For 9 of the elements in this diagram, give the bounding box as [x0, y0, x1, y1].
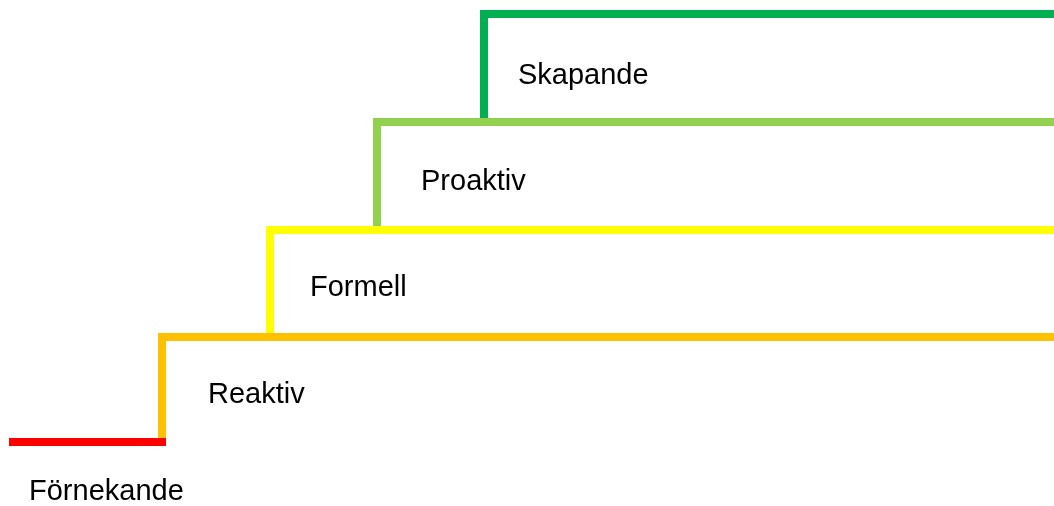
stair-step — [480, 10, 1054, 118]
stair-step — [158, 333, 1054, 441]
level-label: Formell — [310, 270, 407, 303]
level-label: Förnekande — [29, 474, 184, 506]
level-label: Skapande — [518, 58, 649, 91]
level-label: Reaktiv — [208, 377, 305, 410]
stair-step — [266, 226, 1054, 333]
level-label: Proaktiv — [421, 164, 526, 197]
stair-step — [373, 118, 1054, 226]
